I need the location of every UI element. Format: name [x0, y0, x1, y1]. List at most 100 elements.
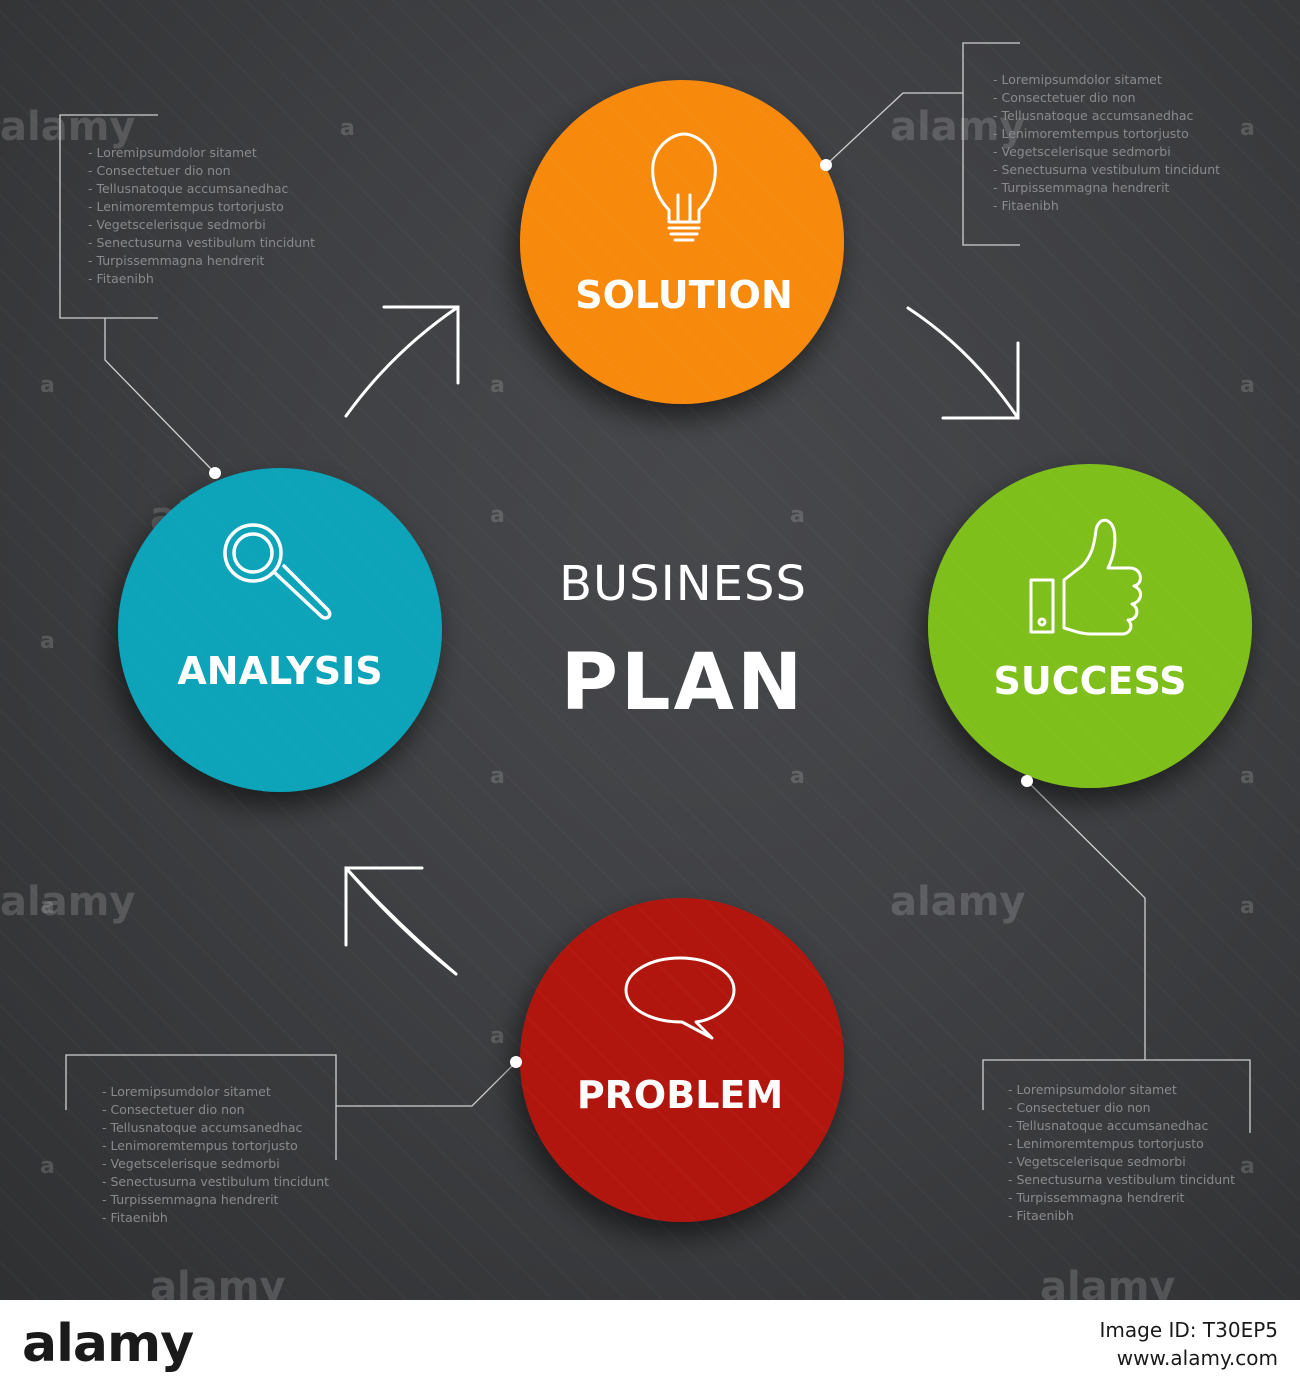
footer-bar: alamy Image ID: T30EP5 www.alamy.com	[0, 1300, 1300, 1389]
image-id-text: Image ID: T30EP5	[1099, 1318, 1278, 1342]
note-item: - Lenimoremtempus tortorjusto	[102, 1138, 298, 1153]
solution-label: SOLUTION	[575, 273, 793, 317]
note-item: - Senectusurna vestibulum tincidunt	[1008, 1172, 1235, 1187]
note-item: - Turpissemmagna hendrerit	[993, 180, 1170, 195]
note-item: - Consectetuer dio non	[993, 90, 1136, 105]
note-item: - Loremipsumdolor sitamet	[1008, 1082, 1177, 1097]
watermark-text: alamy	[0, 104, 135, 150]
watermark-mark: a	[40, 894, 55, 919]
watermark-mark: a	[1240, 1154, 1255, 1179]
node-analysis: ANALYSIS	[118, 468, 442, 792]
note-item: - Consectetuer dio non	[102, 1102, 245, 1117]
note-item: - Senectusurna vestibulum tincidunt	[993, 162, 1220, 177]
analysis-note-frame	[59, 114, 158, 319]
note-item: - Lenimoremtempus tortorjusto	[88, 199, 284, 214]
watermark-text: alamy	[1040, 1264, 1175, 1300]
watermark-mark: a	[1240, 116, 1255, 141]
footer-ids: Image ID: T30EP5 www.alamy.com	[1100, 1316, 1278, 1372]
connector-lines	[59, 42, 1251, 1160]
analysis-connector-dot	[209, 467, 221, 479]
watermark-mark: a	[40, 629, 55, 654]
arrow-to-success	[906, 306, 1020, 420]
analysis-notes: - Loremipsumdolor sitamet - Consectetuer …	[88, 145, 315, 286]
footer-logo[interactable]: alamy	[22, 1314, 194, 1374]
watermark-text: alamy	[890, 104, 1025, 150]
speech-bubble-icon	[624, 956, 736, 1040]
solution-connector-dot	[820, 159, 832, 171]
note-item: - Fitaenibh	[88, 271, 154, 286]
solution-notes: - Loremipsumdolor sitamet - Consectetuer …	[993, 72, 1220, 213]
note-item: - Loremipsumdolor sitamet	[88, 145, 257, 160]
lightbulb-icon	[651, 132, 717, 242]
solution-connector	[825, 92, 963, 166]
success-connector	[1026, 780, 1146, 1060]
note-item: - Lenimoremtempus tortorjusto	[1008, 1136, 1204, 1151]
arrow-to-analysis	[344, 866, 458, 976]
watermark-mark: a	[1240, 764, 1255, 789]
note-item: - Vegetscelerisque sedmorbi	[1008, 1154, 1186, 1169]
problem-circle	[520, 898, 844, 1222]
success-label: SUCCESS	[994, 659, 1187, 703]
business-plan-diagram: alamyalamyalamyalamyalamyalamyalamyalamy…	[0, 42, 1255, 1300]
diagram-canvas: alamyalamyalamyalamyalamyalamyalamyalamy…	[0, 0, 1300, 1300]
watermark-mark: a	[1240, 373, 1255, 398]
problem-notes: - Loremipsumdolor sitamet - Consectetuer …	[102, 1084, 329, 1225]
node-solution: SOLUTION	[520, 80, 844, 404]
note-item: - Fitaenibh	[993, 198, 1059, 213]
node-success: SUCCESS	[928, 464, 1252, 788]
note-item: - Turpissemmagna hendrerit	[1008, 1190, 1185, 1205]
problem-connector-dot	[510, 1056, 522, 1068]
watermark-mark: a	[40, 1154, 55, 1179]
note-item: - Tellusnatoque accumsanedhac	[88, 181, 289, 196]
analysis-label: ANALYSIS	[177, 649, 382, 693]
success-note-frame	[982, 1059, 1251, 1133]
problem-note-frame	[65, 1054, 337, 1160]
node-problem: PROBLEM	[520, 898, 844, 1222]
note-item: - Turpissemmagna hendrerit	[102, 1192, 279, 1207]
site-url[interactable]: www.alamy.com	[1116, 1346, 1278, 1370]
note-item: - Tellusnatoque accumsanedhac	[1008, 1118, 1209, 1133]
analysis-connector	[104, 318, 216, 474]
note-item: - Senectusurna vestibulum tincidunt	[88, 235, 315, 250]
title-line-2: PLAN	[561, 638, 806, 728]
success-circle	[928, 464, 1252, 788]
flow-arrows	[344, 305, 1020, 976]
note-item: - Senectusurna vestibulum tincidunt	[102, 1174, 329, 1189]
magnifier-icon	[223, 523, 332, 620]
note-item: - Vegetscelerisque sedmorbi	[993, 144, 1171, 159]
note-item: - Tellusnatoque accumsanedhac	[102, 1120, 303, 1135]
watermark-mark: a	[490, 764, 505, 789]
watermark-mark: a	[490, 373, 505, 398]
watermark-text: alamy	[0, 879, 135, 925]
success-notes: - Loremipsumdolor sitamet - Consectetuer …	[1008, 1082, 1235, 1223]
solution-circle	[520, 80, 844, 404]
watermark-mark: a	[1240, 894, 1255, 919]
note-item: - Tellusnatoque accumsanedhac	[993, 108, 1194, 123]
watermark-mark: a	[40, 373, 55, 398]
success-connector-dot	[1021, 775, 1033, 787]
thumbs-up-icon	[1029, 518, 1142, 636]
note-item: - Fitaenibh	[1008, 1208, 1074, 1223]
watermark-mark: a	[790, 764, 805, 789]
note-item: - Loremipsumdolor sitamet	[993, 72, 1162, 87]
watermark-text: alamy	[150, 1264, 285, 1300]
analysis-circle	[118, 468, 442, 792]
note-item: - Lenimoremtempus tortorjusto	[993, 126, 1189, 141]
arrow-to-solution	[344, 305, 460, 418]
note-item: - Fitaenibh	[102, 1210, 168, 1225]
connector-dots	[209, 159, 1033, 1068]
watermark-mark: a	[490, 1024, 505, 1049]
note-item: - Vegetscelerisque sedmorbi	[102, 1156, 280, 1171]
watermark-mark: a	[490, 503, 505, 528]
problem-label: PROBLEM	[577, 1073, 783, 1117]
note-item: - Consectetuer dio non	[1008, 1100, 1151, 1115]
note-item: - Loremipsumdolor sitamet	[102, 1084, 271, 1099]
note-item: - Consectetuer dio non	[88, 163, 231, 178]
problem-connector	[336, 1061, 517, 1107]
watermark-mark: a	[790, 503, 805, 528]
note-item: - Vegetscelerisque sedmorbi	[88, 217, 266, 232]
watermark-text: alamy	[890, 879, 1025, 925]
title-line-1: BUSINESS	[559, 556, 807, 612]
note-item: - Turpissemmagna hendrerit	[88, 253, 265, 268]
watermark-mark: a	[340, 116, 355, 141]
